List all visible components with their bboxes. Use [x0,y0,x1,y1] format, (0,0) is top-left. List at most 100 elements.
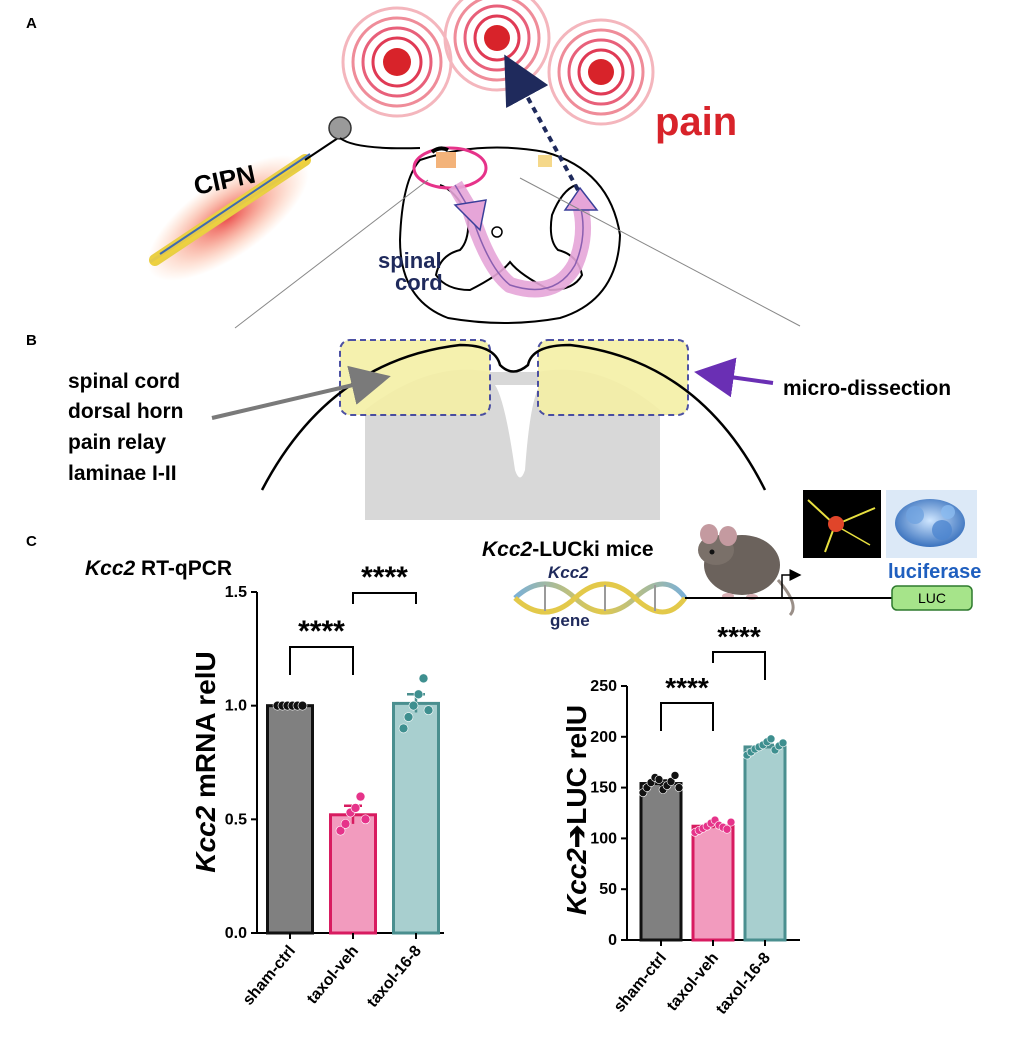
data-point [726,817,736,827]
y-tick-label: 50 [599,881,617,898]
gene-name-label: Kcc2 [548,563,589,582]
category-label: sham-ctrl [240,943,299,1009]
y-axis-label-rest: mRNA relU [190,651,221,806]
data-point [766,734,776,744]
spinal-label-2: cord [395,270,443,295]
y-tick-label: 0 [608,932,617,949]
y-tick-label: 100 [590,830,617,847]
bar-taxol-16-8 [392,701,440,935]
pain-circle-3-icon [547,18,655,126]
micro-dissection-arrow [694,357,774,398]
data-point [423,705,434,716]
data-point [654,775,664,784]
spinal-cord-section [398,146,622,324]
zoom-line-right [519,177,801,327]
data-point [340,819,351,829]
rtqpcr-title-rest: RT-qPCR [135,557,232,580]
luc-box [891,585,973,611]
left-label-line-2: dorsal horn [68,400,184,423]
y-axis-label: Kcc2➔LUC relU [561,705,592,915]
pain-signal-arrow [504,54,580,191]
data-point [778,738,788,748]
neuron-cell-body [328,116,352,140]
bar-sham-ctrl [266,704,314,935]
data-point [403,712,414,722]
left-label-line-4: laminae I-II [68,462,177,485]
y-tick-label: 1.5 [225,584,247,601]
significance-bracket [712,651,766,680]
mouse-icon [698,524,795,617]
neuron-image [803,490,881,558]
panel-label-b: B [26,332,37,349]
mice-title: Kcc2-LUCki mice [482,538,654,561]
category-label: sham-ctrl [611,950,670,1016]
neuron-axon [339,137,421,150]
y-tick-label: 0.0 [225,925,247,942]
category-label: taxol-16-8 [713,950,774,1018]
data-point [666,777,676,786]
significance-label: **** [361,561,408,594]
zoom-line-left [234,179,429,329]
dorsal-horn-arrow [211,365,391,420]
category-label: taxol-16-8 [364,943,425,1011]
data-point [670,771,680,780]
data-point [418,673,429,684]
data-point [335,825,346,836]
significance-label: **** [665,672,709,703]
category-label: taxol-veh [664,950,722,1015]
left-label-group: spinal cord dorsal horn pain relay lamin… [68,370,184,485]
data-point [398,723,409,734]
category-label: taxol-veh [304,943,362,1008]
panel-label-a: A [26,15,37,32]
data-point [722,824,732,834]
data-point [674,783,684,792]
pain-circle-1-icon [341,6,453,118]
left-label-line-1: spinal cord [68,370,180,393]
gene-label: gene [550,611,590,630]
dna-helix-icon [513,581,688,615]
bar-taxol-16-8 [743,745,787,942]
rtqpcr-title: Kcc2 RT-qPCR [85,557,232,580]
y-tick-label: 150 [590,780,617,797]
bar-taxol-veh [691,824,735,942]
y-tick-label: 200 [590,729,617,746]
mice-title-rest: -LUCki mice [532,538,653,561]
y-tick-label: 250 [590,678,617,695]
panel-label-c: C [26,533,37,550]
pain-circles [341,0,655,126]
y-axis-label-rest: ➔LUC relU [561,705,592,848]
significance-bracket [352,592,417,604]
data-point [297,700,308,711]
data-point [355,791,366,802]
data-point [350,803,361,813]
y-axis-label: Kcc2 mRNA relU [190,651,221,872]
significance-bracket [289,646,354,675]
micro-dissection-label: micro-dissection [783,377,951,400]
luciferase-label: luciferase [888,561,981,583]
luc-box-label: LUC [918,590,946,606]
significance-bracket [660,702,714,731]
spinal-label-1: spinal [378,248,442,273]
luciferase-protein-image [886,490,977,558]
bar-sham-ctrl [639,782,683,942]
data-point [408,700,419,711]
pain-label: pain [655,100,737,144]
mice-title-gene: Kcc2 [482,538,533,561]
cipn-nerve [147,137,339,281]
y-axis-label-gene: Kcc2 [190,805,221,872]
significance-label: **** [717,621,761,652]
left-label-line-3: pain relay [68,431,166,454]
data-point [413,689,424,700]
dorsal-horn-diagram [260,339,767,520]
y-tick-label: 1.0 [225,698,247,715]
promoter-arrow-icon [781,569,802,598]
significance-label: **** [298,615,345,648]
rtqpcr-title-gene: Kcc2 [85,557,136,580]
y-tick-label: 0.5 [225,811,247,828]
data-point [360,814,371,825]
y-axis-label-gene: Kcc2 [561,848,592,915]
pain-circle-2-icon [443,0,551,92]
